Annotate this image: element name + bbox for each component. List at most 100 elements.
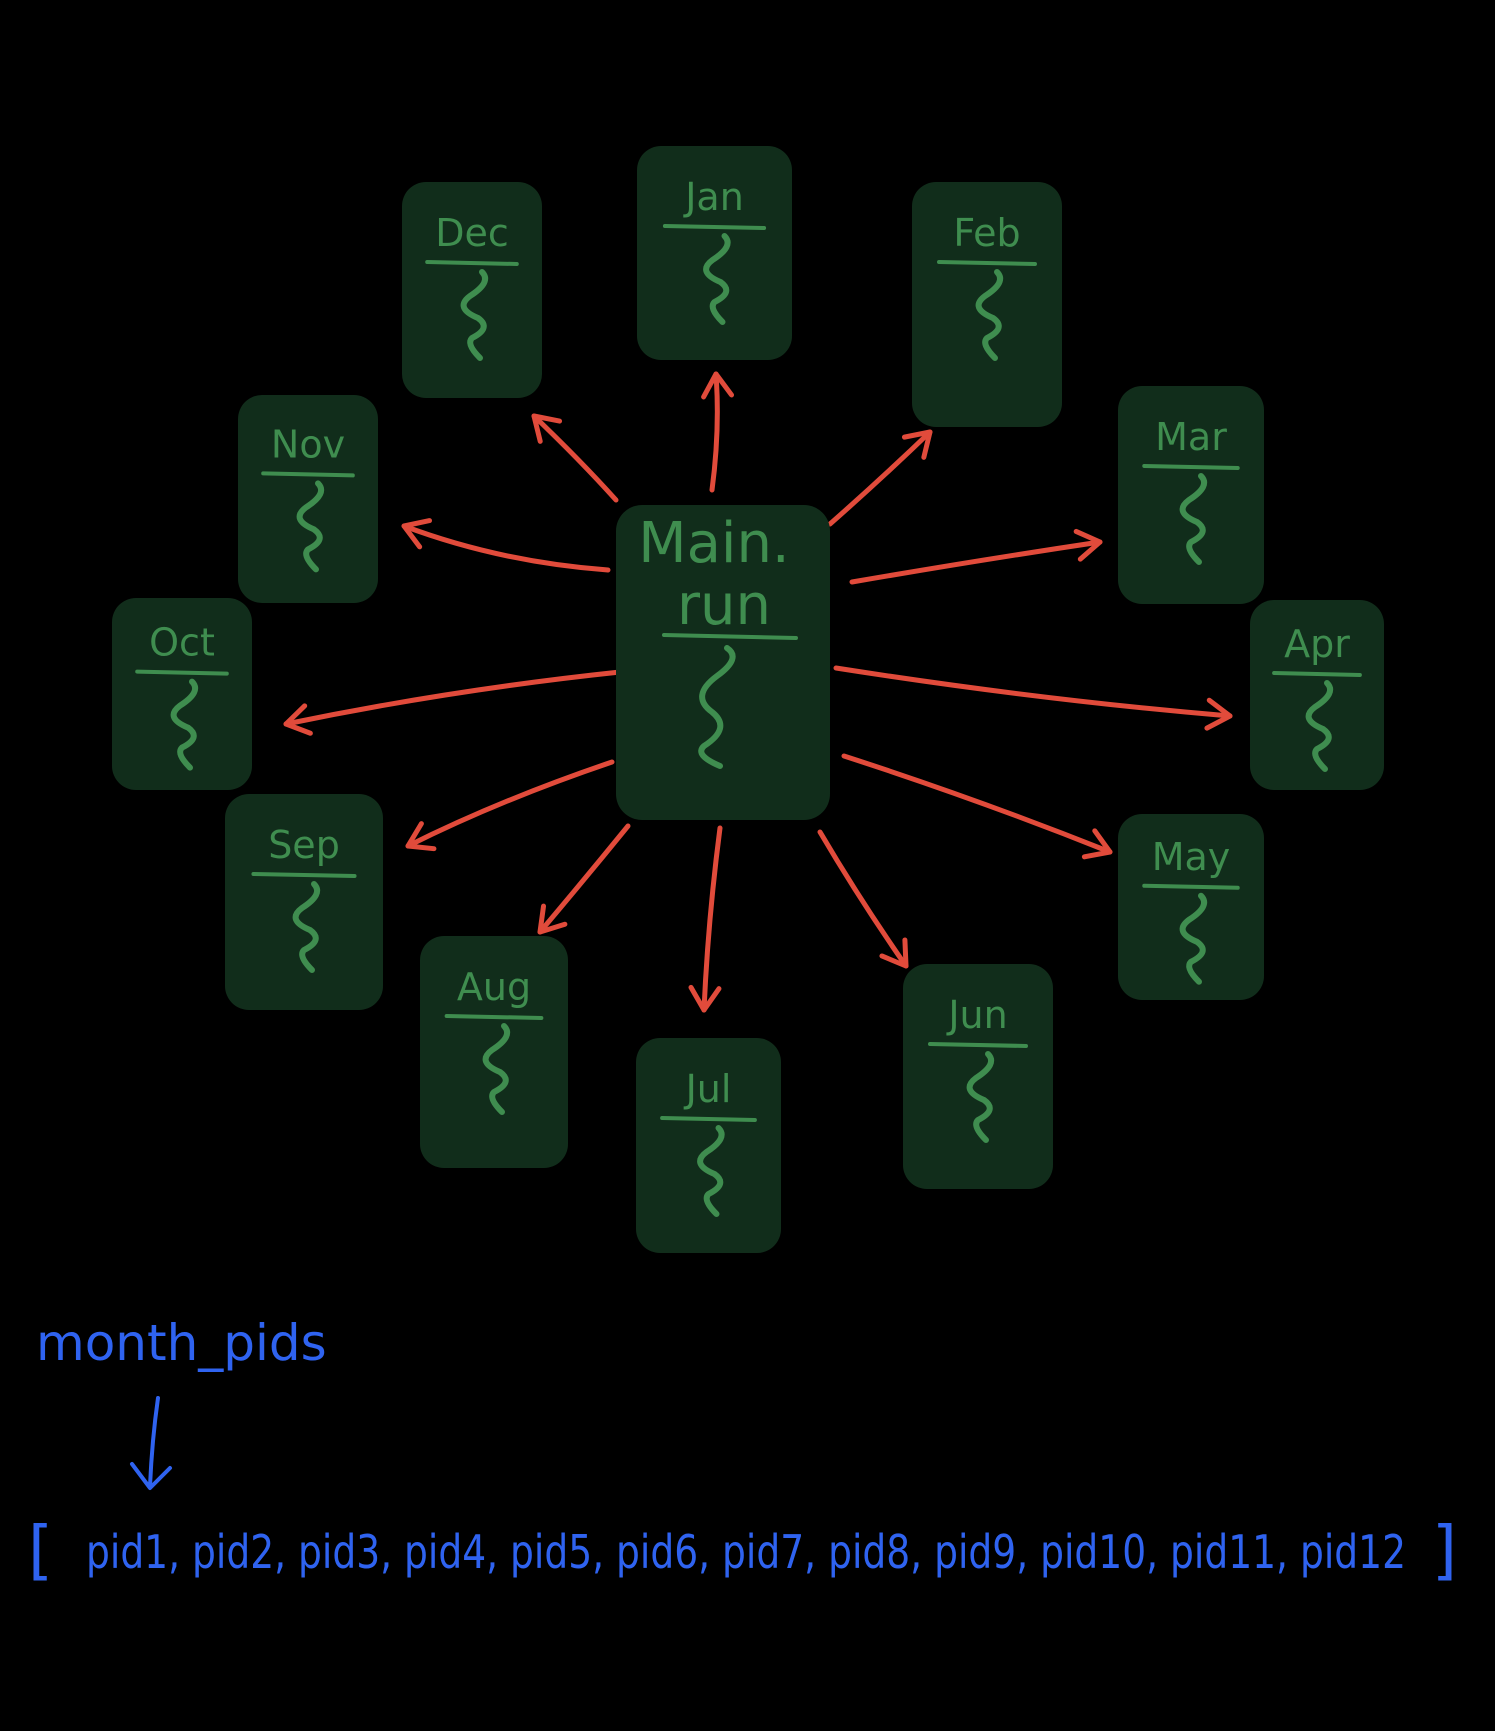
month-box-jan: Jan	[637, 146, 792, 360]
month-pids-annotation: month_pids [ pid1, pid2, pid3, pid4, pid…	[28, 1314, 1457, 1588]
month-divider-sep	[251, 872, 357, 878]
arrow-shaft-may	[841, 753, 1113, 855]
main-run-divider	[662, 633, 798, 640]
month-box-oct: Oct	[112, 598, 252, 790]
arrow-shaft-jul	[701, 825, 723, 1013]
month-label-jan: Jan	[683, 175, 744, 219]
month-pids-variable-name: month_pids	[36, 1314, 327, 1372]
month-box-body-oct	[112, 598, 252, 790]
arrow-shaft-nov	[401, 523, 611, 573]
main-run-label-line1: Main.	[638, 511, 789, 576]
pid-list-close-bracket: ]	[1432, 1514, 1457, 1588]
arrowhead-mar	[1073, 528, 1103, 562]
arrow-shaft-feb	[827, 429, 933, 527]
main-run-squiggle	[698, 645, 736, 769]
month-box-body-dec	[402, 182, 542, 398]
main-run-label-line2: run	[677, 573, 771, 638]
month-label-oct: Oct	[149, 621, 215, 665]
month-box-body-jan	[637, 146, 792, 360]
arrowhead-dec	[531, 413, 563, 444]
arrow-shaft-dec	[531, 413, 619, 503]
month-label-jun: Jun	[946, 993, 1007, 1037]
month-squiggle-nov	[296, 480, 324, 573]
month-box-body-nov	[238, 395, 378, 603]
arrow-to-dec	[531, 413, 619, 503]
month-squiggle-jul	[697, 1125, 725, 1217]
arrowhead-may	[1081, 828, 1113, 860]
month-divider-jun	[928, 1042, 1028, 1048]
month-box-dec: Dec	[402, 182, 542, 398]
month-box-nov: Nov	[238, 395, 378, 603]
arrowhead-feb	[901, 429, 933, 460]
month-divider-oct	[135, 669, 229, 676]
arrow-shaft-oct	[283, 669, 623, 727]
month-divider-nov	[261, 471, 355, 478]
month-label-nov: Nov	[271, 422, 345, 466]
arrowhead-jul	[688, 984, 722, 1013]
month-squiggle-jan	[703, 233, 731, 325]
arrow-shaft-aug	[537, 823, 631, 935]
arrow-shaft-jan	[709, 371, 720, 493]
month-box-sep: Sep	[225, 794, 383, 1010]
month-divider-may	[1142, 883, 1240, 890]
month-squiggle-oct	[170, 678, 198, 771]
month-squiggle-aug	[482, 1023, 510, 1115]
arrow-to-sep	[405, 759, 615, 852]
month-divider-feb	[937, 260, 1037, 266]
month-box-jun: Jun	[903, 964, 1053, 1189]
month-divider-apr	[1272, 671, 1362, 677]
arrow-shaft-jun	[817, 829, 909, 969]
arrow-to-feb	[827, 429, 933, 527]
main-run-box: Main. run	[616, 505, 830, 820]
month-divider-mar	[1142, 464, 1240, 470]
month-divider-jan	[662, 224, 767, 230]
arrowhead-aug	[537, 903, 568, 935]
arrow-to-jul	[688, 825, 723, 1013]
arrow-to-apr	[833, 665, 1233, 731]
month-squiggle-may	[1179, 892, 1207, 985]
month-box-body-apr	[1250, 600, 1384, 790]
month-box-body-sep	[225, 794, 383, 1010]
arrow-to-jun	[817, 829, 909, 969]
arrow-to-may	[841, 753, 1113, 860]
arrowhead-nov	[401, 518, 433, 550]
month-box-mar: Mar	[1118, 386, 1264, 604]
month-box-feb: Feb	[912, 182, 1062, 427]
month-squiggle-jun	[966, 1051, 994, 1143]
main-run-box-body	[616, 505, 830, 820]
month-box-jul: Jul	[636, 1038, 781, 1253]
arrowhead-jan	[701, 371, 735, 400]
arrow-to-nov	[401, 518, 611, 573]
pid-list-open-bracket: [	[28, 1514, 53, 1588]
month-box-apr: Apr	[1250, 600, 1384, 790]
month-label-apr: Apr	[1284, 622, 1350, 666]
month-squiggle-feb	[975, 269, 1003, 361]
month-divider-aug	[444, 1014, 544, 1020]
month-box-may: May	[1118, 814, 1264, 1000]
month-label-mar: Mar	[1155, 415, 1227, 459]
month-squiggle-dec	[460, 269, 488, 361]
month-box-body-feb	[912, 182, 1062, 427]
arrowhead-apr	[1204, 697, 1233, 731]
month-squiggle-mar	[1179, 473, 1207, 565]
month-divider-dec	[425, 260, 519, 266]
month-label-may: May	[1152, 835, 1231, 879]
arrow-shaft-sep	[405, 759, 615, 849]
arrow-shaft-apr	[833, 665, 1233, 719]
month-squiggle-apr	[1305, 680, 1333, 772]
arrowhead-jun	[879, 937, 909, 969]
down-arrow-icon	[130, 1396, 172, 1490]
pid-list-items: pid1, pid2, pid3, pid4, pid5, pid6, pid7…	[86, 1525, 1406, 1579]
fanout-arrows	[283, 371, 1233, 1013]
month-divider-jul	[660, 1116, 757, 1122]
arrowhead-oct	[283, 703, 313, 736]
month-box-body-mar	[1118, 386, 1264, 604]
arrow-to-mar	[849, 528, 1103, 585]
month-box-body-jul	[636, 1038, 781, 1253]
month-label-jul: Jul	[684, 1067, 732, 1111]
month-squiggle-sep	[292, 881, 320, 973]
arrow-to-aug	[537, 823, 631, 935]
month-label-feb: Feb	[953, 211, 1020, 255]
